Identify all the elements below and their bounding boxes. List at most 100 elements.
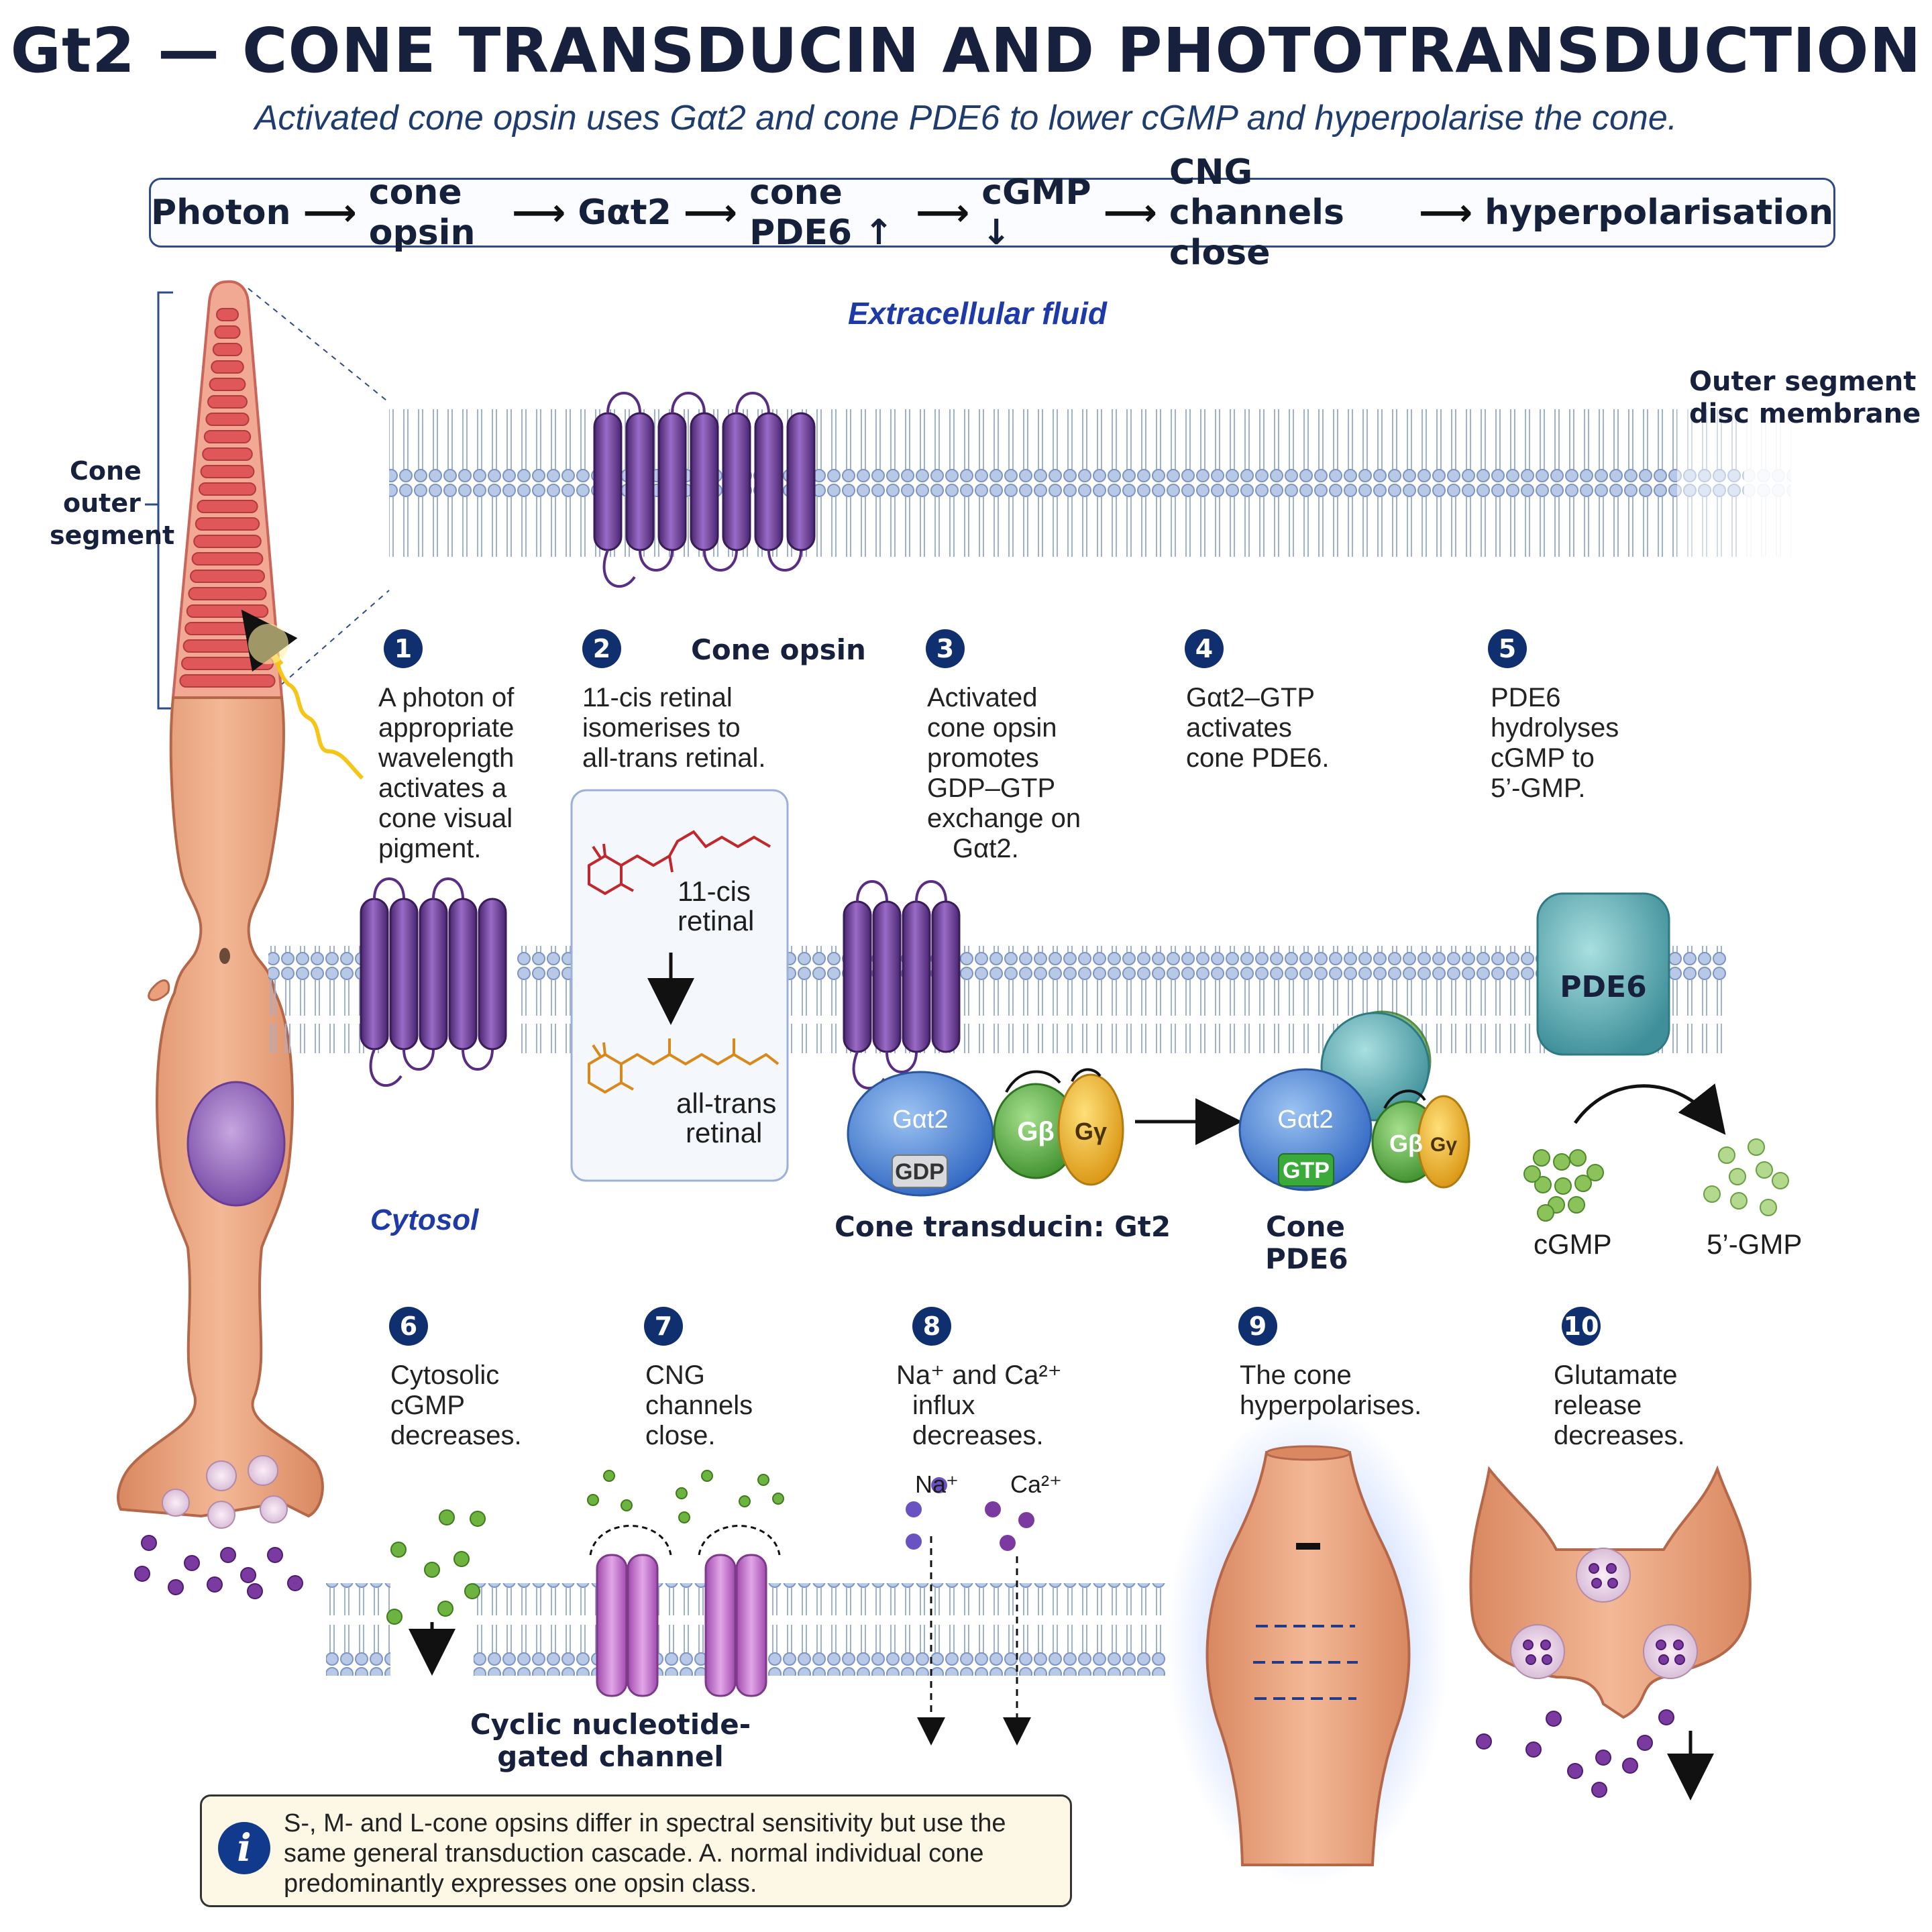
step-number-8: 8 [912, 1307, 951, 1346]
synaptic-terminal-vesicles [162, 1455, 288, 1529]
label-galpha-gdp: Gαt2 [892, 1106, 949, 1134]
cng-channel-1 [589, 1525, 672, 1697]
info-icon: i [218, 1822, 270, 1874]
flow-arrow: ⟶ [512, 191, 566, 235]
outer-segment-bracket [157, 291, 173, 710]
label-cng-2: gated channel [497, 1740, 724, 1773]
info-note-text: S-, M- and L-cone opsins differ in spect… [284, 1809, 1006, 1898]
flow-arrow: ⟶ [683, 191, 738, 235]
label-extracellular-fluid: Extracellular fluid [848, 296, 1108, 331]
label-na: Na⁺ [915, 1470, 959, 1498]
gt2-gdp-complex [847, 1068, 1124, 1197]
cone-opsin-top [593, 392, 816, 588]
cone-photoreceptor-illustration [117, 280, 390, 1599]
flow-item-photon: Photon [151, 193, 291, 233]
label-ggamma: Gγ [1075, 1118, 1108, 1145]
flow-arrow: ⟶ [1418, 191, 1473, 235]
label-gtp: GTP [1283, 1158, 1330, 1183]
synaptic-terminal-reduced-release [1469, 1465, 1752, 1801]
cone-opsin-step1 [360, 877, 507, 1087]
flow-item-pde6: cone PDE6 ↑ [749, 172, 894, 253]
label-cone-outer-1: Cone [70, 456, 142, 486]
label-cone-opsin: Cone opsin [691, 633, 866, 666]
label-ca: Ca²⁺ [1010, 1470, 1063, 1498]
label-cone-pde6-2: PDE6 [1265, 1242, 1348, 1275]
membrane-bottom-2 [474, 1583, 1077, 1676]
step-number-5: 5 [1488, 629, 1527, 668]
flow-item-galpha: Gαt2 [578, 193, 672, 233]
ion-influx [906, 1477, 1034, 1746]
label-pde6: PDE6 [1560, 970, 1647, 1004]
cng-channel-2 [698, 1525, 781, 1697]
step-number-10: 10 [1562, 1307, 1601, 1346]
minus-sign [1296, 1543, 1320, 1550]
all-trans-retinal-structure [588, 1038, 780, 1094]
label-cone-pde6-1: Cone [1265, 1210, 1346, 1243]
cone-opsin-step3 [843, 880, 961, 1090]
label-11-cis-1: 11-cis [678, 875, 751, 907]
membrane-bottom-1 [326, 1583, 390, 1676]
membrane-mid-2 [517, 946, 576, 1053]
step-number-6: 6 [389, 1307, 428, 1346]
label-cone-outer-3: segment [50, 521, 175, 550]
released-glutamate [134, 1535, 303, 1599]
page-title: Gt2 — CONE TRANSDUCIN AND PHOTOTRANSDUCT… [10, 15, 1922, 87]
flow-arrow: ⟶ [303, 191, 357, 235]
label-disc-membrane-1: Outer segment [1689, 366, 1917, 397]
label-cng-1: Cyclic nucleotide- [470, 1708, 751, 1741]
step-text-8: Na⁺ and Ca²⁺ influx decreases. [896, 1360, 1062, 1450]
label-gbeta: Gβ [1017, 1117, 1055, 1146]
cng-area-cgmp-dots [587, 1470, 784, 1523]
step-number-1: 1 [384, 629, 423, 668]
membrane-bottom-3 [1032, 1583, 1166, 1676]
label-cone-transducin: Cone transducin: Gt2 [835, 1210, 1171, 1243]
step-number-9: 9 [1238, 1307, 1277, 1346]
label-disc-membrane-2: disc membrane [1689, 398, 1921, 429]
label-5-gmp: 5’-GMP [1707, 1228, 1803, 1260]
disc-stack [179, 308, 276, 688]
5-gmp-molecules [1703, 1138, 1789, 1216]
label-11-cis-2: retinal [678, 905, 755, 936]
flow-item-cone-opsin: cone opsin [368, 172, 476, 253]
step-number-2: 2 [582, 629, 621, 668]
cgmp-molecules [1523, 1149, 1604, 1222]
label-gdp: GDP [895, 1159, 945, 1185]
info-note: i S-, M- and L-cone opsins differ in spe… [200, 1794, 1072, 1907]
cascade-summary-box: Photon ⟶ cone opsin ⟶ Gαt2 ⟶ cone PDE6 ↑… [149, 152, 1835, 273]
label-ggamma-2: Gγ [1430, 1134, 1458, 1156]
page-subtitle: Activated cone opsin uses Gαt2 and cone … [254, 99, 1678, 138]
hyperpolarised-cone-illustration [1167, 1402, 1449, 1885]
label-cgmp: cGMP [1534, 1228, 1612, 1260]
reduced-glutamate [1476, 1709, 1674, 1798]
11-cis-retinal-structure [588, 830, 771, 896]
gt2-gtp-complex [1238, 1010, 1470, 1191]
cytosolic-cgmp-dots [386, 1509, 486, 1625]
label-cone-outer-2: outer [63, 488, 141, 518]
step-number-3: 3 [926, 629, 965, 668]
flow-arrow: ⟶ [915, 191, 970, 235]
label-all-trans-2: retinal [686, 1117, 763, 1148]
flow-item-hyperpolarisation: hyperpolarisation [1485, 193, 1833, 233]
label-galpha-gtp: Gαt2 [1277, 1106, 1334, 1134]
nucleus [186, 1081, 286, 1207]
flow-item-cng-close: CNG channels close [1169, 152, 1344, 273]
label-cytosol: Cytosol [370, 1203, 479, 1236]
label-all-trans-1: all-trans [676, 1087, 777, 1119]
disc-membrane-top [389, 402, 1791, 564]
step-number-7: 7 [644, 1307, 683, 1346]
step-number-4: 4 [1185, 629, 1224, 668]
pde6-enzyme [1536, 892, 1726, 1135]
label-gbeta-2: Gβ [1389, 1130, 1423, 1157]
flow-item-cgmp: cGMP ↓ [981, 172, 1091, 253]
flow-arrow: ⟶ [1103, 191, 1157, 235]
